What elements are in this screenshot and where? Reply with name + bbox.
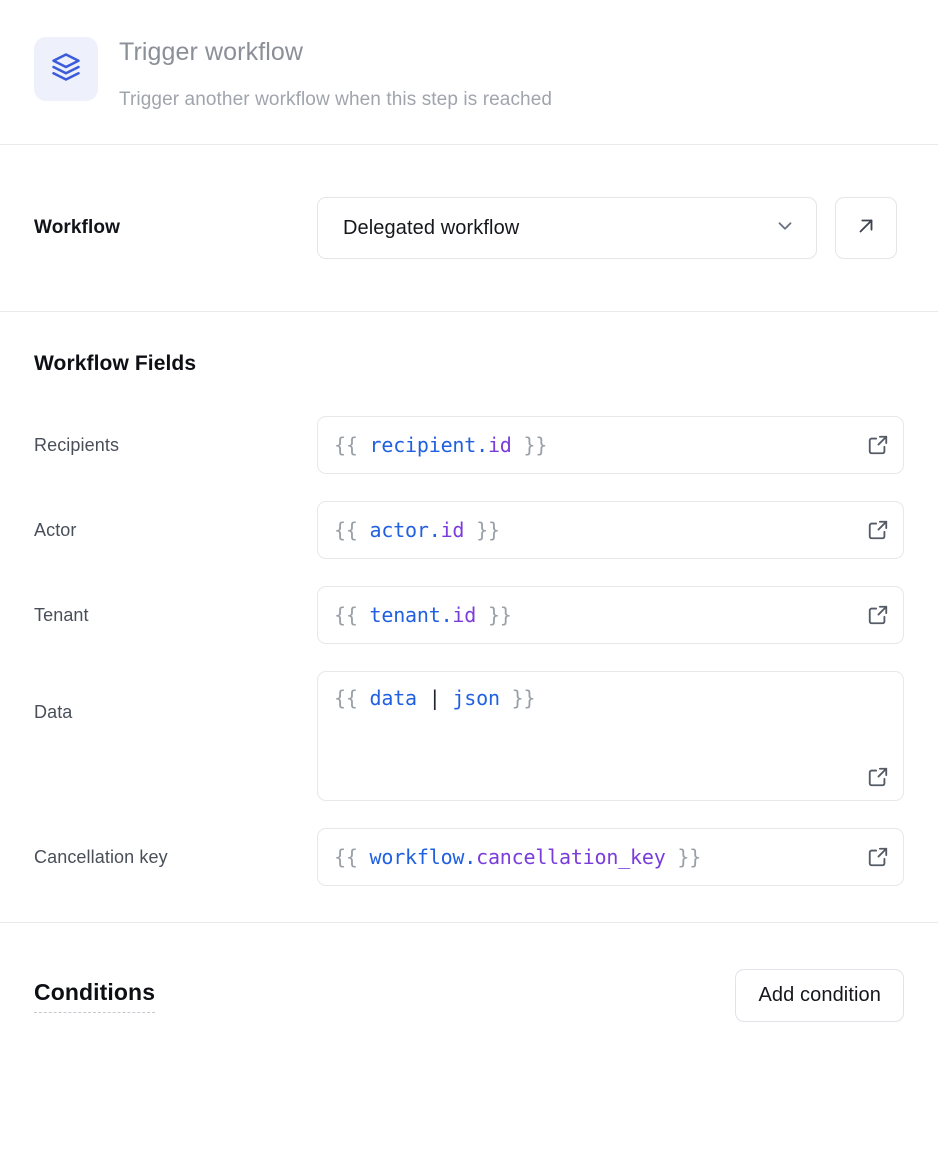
workflow-label: Workflow (34, 217, 120, 238)
conditions-section: Conditions Add condition (0, 923, 938, 1062)
field-row: Cancellation key {{ workflow.cancellation… (34, 828, 904, 886)
field-label: Actor (34, 520, 77, 540)
step-header-text: Trigger workflow Trigger another workflo… (119, 32, 552, 114)
workflow-section: Workflow Delegated workflow (0, 145, 938, 311)
step-header: Trigger workflow Trigger another workflo… (0, 0, 938, 144)
field-value-code: {{ tenant.id }} (334, 603, 512, 627)
field-value-code: {{ data | json }} (334, 686, 536, 710)
field-row: Data {{ data | json }} (34, 671, 904, 801)
field-label: Cancellation key (34, 847, 168, 867)
field-row: Tenant {{ tenant.id }} (34, 586, 904, 644)
workflow-select[interactable]: Delegated workflow (317, 197, 817, 259)
open-workflow-button[interactable] (835, 197, 897, 259)
add-condition-button[interactable]: Add condition (735, 969, 904, 1022)
conditions-title[interactable]: Conditions (34, 979, 156, 1013)
workflow-select-value: Delegated workflow (343, 216, 520, 239)
arrow-up-right-icon (855, 215, 877, 242)
field-label: Tenant (34, 605, 89, 625)
layers-icon (51, 52, 81, 87)
external-link-icon[interactable] (867, 766, 889, 788)
workflow-fields-list: Recipients {{ recipient.id }} Actor {{ acto… (34, 416, 904, 886)
page-subtitle: Trigger another workflow when this step … (119, 89, 553, 110)
field-value-code: {{ recipient.id }} (334, 433, 548, 457)
external-link-icon[interactable] (867, 434, 889, 456)
external-link-icon[interactable] (867, 846, 889, 868)
field-label: Recipients (34, 435, 120, 455)
field-input-recipients[interactable]: {{ recipient.id }} (317, 416, 904, 474)
external-link-icon[interactable] (867, 519, 889, 541)
divider-header (0, 144, 938, 145)
external-link-icon[interactable] (867, 604, 889, 626)
field-row: Actor {{ actor.id }} (34, 501, 904, 559)
field-row: Recipients {{ recipient.id }} (34, 416, 904, 474)
workflow-fields-section: Workflow Fields Recipients {{ recipient.i… (0, 312, 938, 922)
field-label: Data (34, 702, 73, 722)
field-input-tenant[interactable]: {{ tenant.id }} (317, 586, 904, 644)
field-input-data[interactable]: {{ data | json }} (317, 671, 904, 801)
field-input-actor[interactable]: {{ actor.id }} (317, 501, 904, 559)
field-value-code: {{ workflow.cancellation_key }} (334, 845, 702, 869)
layers-icon-container (34, 37, 98, 101)
divider-workflow (0, 311, 938, 312)
page-title: Trigger workflow (119, 38, 304, 66)
divider-fields (0, 922, 938, 923)
workflow-fields-heading: Workflow Fields (34, 352, 197, 375)
field-value-code: {{ actor.id }} (334, 518, 500, 542)
chevron-down-icon (774, 215, 796, 242)
field-input-cancellation-key[interactable]: {{ workflow.cancellation_key }} (317, 828, 904, 886)
